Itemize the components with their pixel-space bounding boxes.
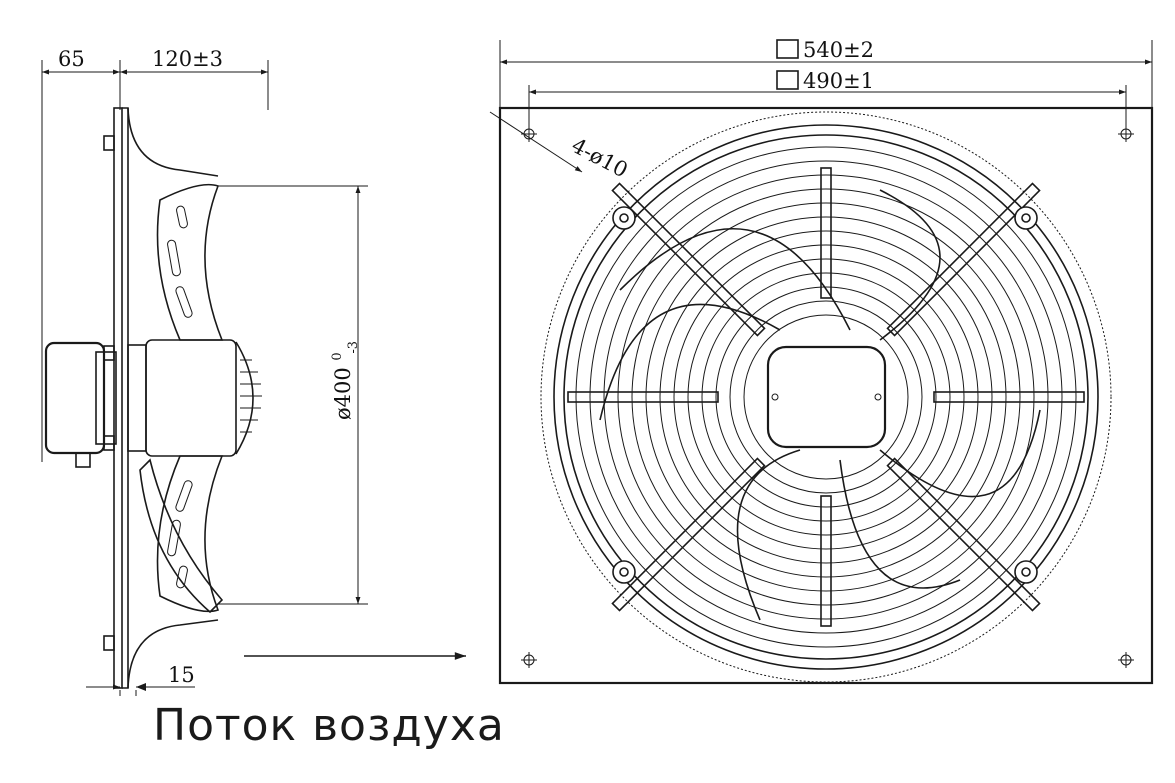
plate-bolts — [103, 135, 115, 651]
dim-plate-outer-label: 540±2 — [803, 38, 874, 62]
venturi-outer-ring — [540, 111, 1112, 683]
dim-hole-pitch: 490±1 — [529, 69, 1126, 95]
dim-hole-pitch-label: 490±1 — [803, 69, 874, 93]
dim-motor-depth-label: 65 — [58, 47, 85, 71]
cable-gland — [75, 452, 91, 468]
dim-plate-outer: 540±2 — [500, 38, 1152, 65]
front-view: 540±2 490±1 4-ø10 — [489, 38, 1154, 685]
airflow-caption: Поток воздуха — [153, 700, 505, 751]
mounting-holes — [521, 126, 1134, 668]
mounting-plate-side — [113, 107, 123, 689]
dim-overall-depth-label: 120±3 — [152, 47, 223, 71]
impeller-blades-side — [139, 183, 224, 614]
grille-spokes — [567, 167, 1085, 627]
dim-diameter-main: ø400 — [331, 367, 355, 420]
dim-holes-label: 4-ø10 — [568, 133, 632, 182]
dim-overall-depth: 120±3 — [120, 47, 268, 75]
dim-impeller-diameter: ø400 0 -3 — [322, 186, 361, 604]
rotor-dome — [235, 341, 254, 455]
mounting-plate-front — [498, 106, 1154, 685]
dim-diameter-sup: 0 — [330, 352, 345, 360]
rotor-hub — [145, 339, 237, 457]
motor-terminal-box — [766, 345, 887, 449]
motor-housing — [44, 341, 106, 455]
square-symbol-icon — [776, 39, 799, 59]
dim-flange-label: 15 — [168, 663, 195, 687]
venturi-top — [122, 107, 219, 177]
dim-flange: 15 — [86, 663, 195, 691]
square-symbol-icon — [776, 70, 799, 90]
protective-grille — [575, 146, 1077, 648]
svg-text:ø400 0 -3: ø400 0 -3 — [322, 341, 361, 420]
dim-motor-depth: 65 — [42, 47, 120, 75]
impeller-blades-front — [599, 189, 1041, 621]
side-view: 65 120±3 — [41, 47, 466, 696]
dim-diameter-sub: -3 — [346, 341, 361, 354]
dim-holes: 4-ø10 — [489, 111, 632, 183]
